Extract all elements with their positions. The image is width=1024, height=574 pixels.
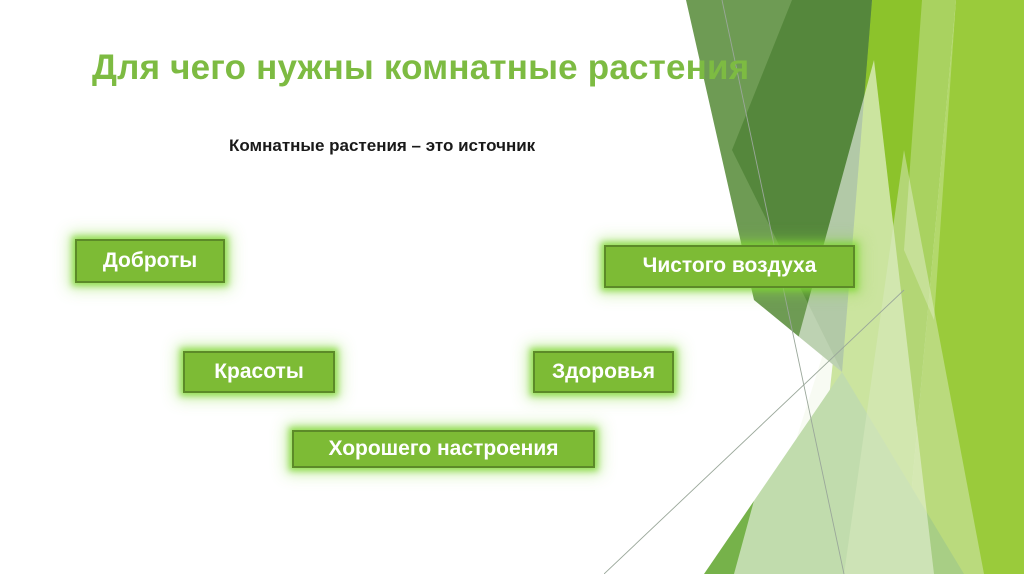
chip-label: Красоты: [214, 359, 304, 383]
decor-shape-lime-right: [904, 0, 1024, 574]
decor-shape-translucent-sheet: [734, 60, 934, 574]
chip-label: Доброты: [102, 248, 198, 272]
decor-shape-highlight-sliver: [904, 0, 956, 320]
chip-label: Здоровья: [551, 359, 656, 383]
chip-chistogo-vozduha[interactable]: Чистого воздуха: [604, 245, 855, 288]
slide-subtitle: Комнатные растения – это источник: [229, 136, 536, 155]
decor-hairline-2: [604, 289, 905, 574]
chip-zdorovya[interactable]: Здоровья: [533, 351, 674, 393]
slide-title: Для чего нужны комнатные растения: [92, 48, 750, 87]
decor-shape-translucent-sheet-2: [844, 150, 984, 574]
chip-label: Чистого воздуха: [642, 254, 817, 277]
chip-dobroty[interactable]: Доброты: [75, 239, 225, 283]
chip-krasoty[interactable]: Красоты: [183, 351, 335, 393]
chip-horoshego-nastroeniya[interactable]: Хорошего настроения: [292, 430, 595, 468]
chip-label: Хорошего настроения: [328, 436, 559, 460]
decor-shape-pale-wedge: [836, 0, 1024, 574]
decor-shape-mid-green-band: [704, 372, 964, 574]
